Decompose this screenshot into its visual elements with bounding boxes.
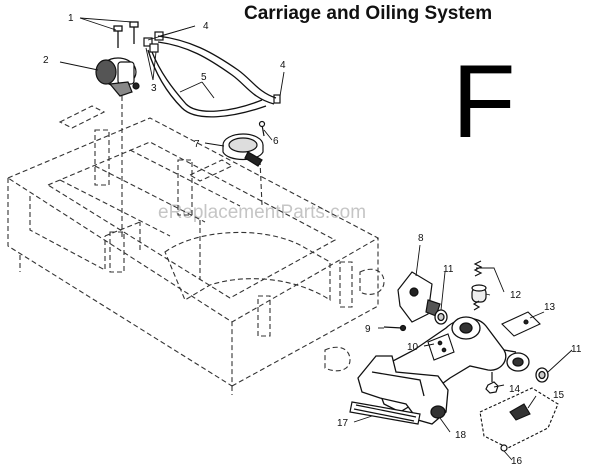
callout-4: 4 bbox=[280, 60, 286, 71]
callout-6: 6 bbox=[273, 136, 279, 147]
washer-11b bbox=[535, 367, 549, 383]
callout-4: 4 bbox=[203, 21, 209, 32]
callout-7: 7 bbox=[194, 139, 200, 150]
callout-13: 13 bbox=[544, 302, 556, 313]
callout-11: 11 bbox=[571, 344, 582, 355]
bracket-8 bbox=[397, 271, 441, 323]
section-letter: F bbox=[452, 44, 516, 160]
callout-16: 16 bbox=[511, 456, 523, 467]
plate-10 bbox=[427, 333, 455, 361]
washer-11a bbox=[434, 309, 448, 325]
oil-tubing bbox=[147, 35, 277, 118]
oil-pump bbox=[95, 57, 140, 97]
callout-labels: 1 2 3 4 4 5 6 7 8 9 10 11 11 12 13 14 15… bbox=[43, 13, 582, 467]
callout-17: 17 bbox=[337, 418, 349, 429]
callout-2: 2 bbox=[43, 55, 49, 66]
callout-8: 8 bbox=[418, 233, 424, 244]
watermark: eReplacementParts.com bbox=[158, 202, 367, 223]
cover-plate-15 bbox=[479, 387, 559, 449]
screw-9 bbox=[383, 324, 407, 332]
callout-5: 5 bbox=[201, 72, 207, 83]
carriage-frame bbox=[6, 80, 385, 395]
callout-9: 9 bbox=[365, 324, 371, 335]
callout-1: 1 bbox=[68, 13, 74, 24]
pump-screws bbox=[113, 21, 139, 48]
callout-3: 3 bbox=[151, 83, 157, 94]
callout-14: 14 bbox=[509, 384, 521, 395]
spring-and-bushing-12 bbox=[471, 260, 487, 311]
oil-reservoir bbox=[222, 133, 264, 167]
reservoir-screw bbox=[258, 120, 266, 137]
callout-18: 18 bbox=[455, 430, 467, 441]
callout-10: 10 bbox=[407, 342, 419, 353]
callout-11: 11 bbox=[443, 264, 454, 275]
nut-14 bbox=[485, 372, 499, 394]
callout-15: 15 bbox=[553, 390, 565, 401]
brush-strip-17 bbox=[349, 401, 421, 425]
callout-12: 12 bbox=[510, 290, 522, 301]
screw-16 bbox=[500, 444, 508, 452]
leader-lines bbox=[59, 17, 573, 461]
clip-13 bbox=[501, 311, 541, 337]
diagram-title: Carriage and Oiling System bbox=[244, 3, 493, 24]
carriage-plate-18 bbox=[357, 355, 449, 425]
